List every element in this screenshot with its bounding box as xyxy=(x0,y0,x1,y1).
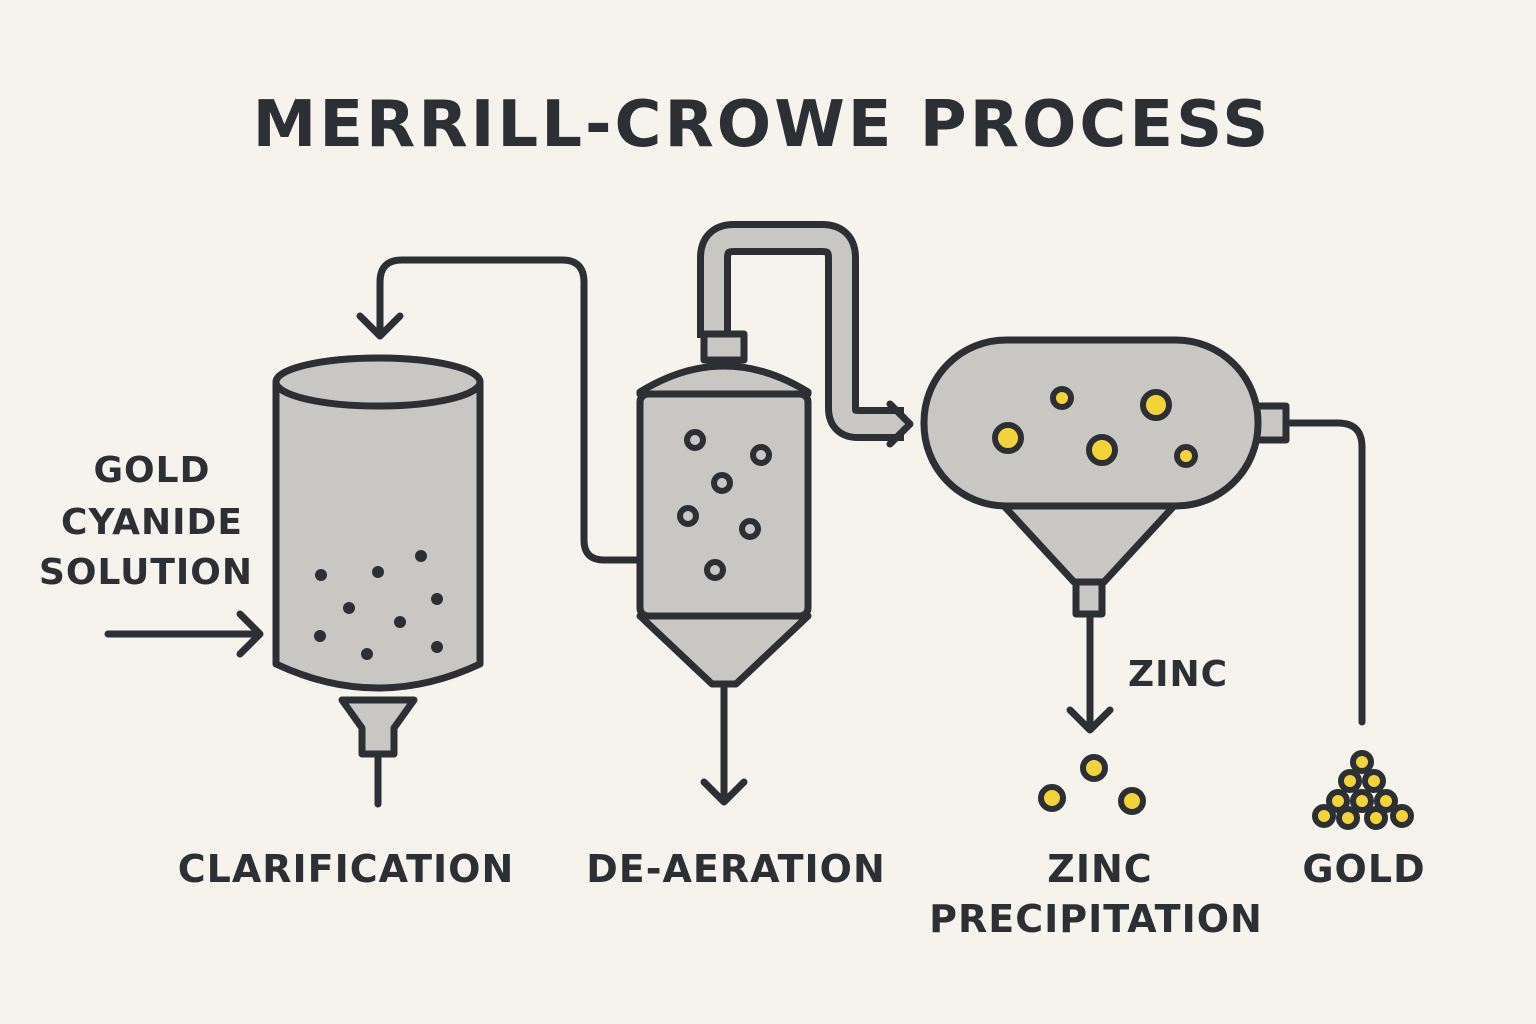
input-label-line-2: CYANIDE xyxy=(61,502,243,543)
de-aeration-tower xyxy=(636,330,812,806)
zinc-feed-arrow xyxy=(1066,612,1114,734)
vacuum-pipe xyxy=(697,221,914,448)
clarification-tank xyxy=(272,354,484,808)
precipitation-vessel xyxy=(920,336,1290,618)
gold-pile-icon xyxy=(1312,750,1414,830)
input-arrow xyxy=(104,610,264,658)
input-label-line-3: SOLUTION xyxy=(39,552,253,593)
stage-label-zinc-precipitation-line-1: ZINC xyxy=(1047,847,1152,891)
page-title: MERRILL-CROWE PROCESS xyxy=(253,88,1272,162)
input-label-line-1: GOLD xyxy=(94,450,211,491)
stage-label-gold: GOLD xyxy=(1302,847,1425,891)
gas-bubbles xyxy=(677,429,772,581)
zinc-label: ZINC xyxy=(1128,654,1228,695)
gold-outlet-pipe xyxy=(1284,419,1366,726)
stage-label-de-aeration: DE-AERATION xyxy=(586,847,886,891)
zinc-particles xyxy=(1038,754,1146,815)
suspended-particles xyxy=(314,550,443,660)
recirculation-pipe xyxy=(356,256,640,564)
stage-label-clarification: CLARIFICATION xyxy=(178,847,515,891)
stage-label-zinc-precipitation-line-2: PRECIPITATION xyxy=(929,897,1263,941)
zinc-gold-particles xyxy=(992,386,1198,468)
input-label: GOLD CYANIDE SOLUTION xyxy=(39,450,253,593)
